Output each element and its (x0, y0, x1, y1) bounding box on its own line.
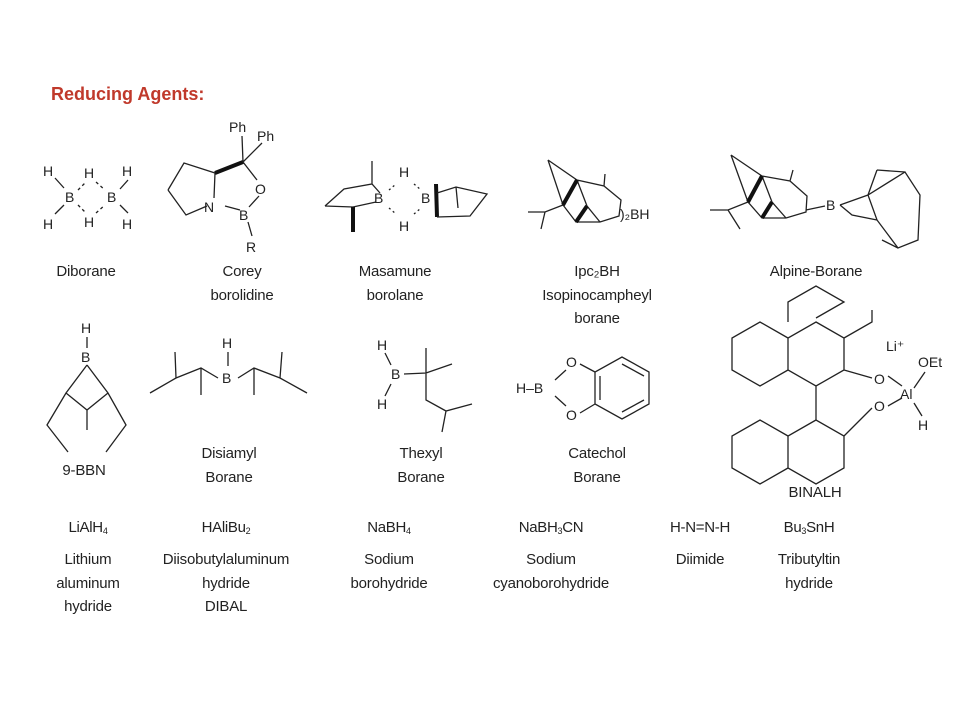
formula-haliBu2: HAliBu2 (201, 519, 251, 536)
svg-text:R: R (246, 239, 256, 255)
svg-text:Ph: Ph (229, 119, 246, 135)
label-9-bbn: 9-BBN (62, 462, 106, 479)
svg-text:H: H (122, 163, 132, 179)
formula-lialh4: LiAlH4 (68, 519, 108, 536)
label-alpine-borane: Alpine-Borane (769, 263, 863, 280)
svg-text:O: O (255, 181, 266, 197)
formula-bu3snh: Bu3SnH (783, 519, 835, 536)
svg-text:B: B (65, 189, 74, 205)
name-diimide: Diimide (675, 551, 725, 568)
svg-text:)₂BH: )₂BH (620, 206, 650, 222)
catechol-borane-structure: H–B O O (516, 354, 650, 423)
svg-text:B: B (826, 197, 835, 213)
svg-text:H: H (222, 335, 232, 351)
svg-text:B: B (239, 207, 248, 223)
formula-nabh3cn: NaBH3CN (518, 519, 584, 536)
svg-text:O: O (566, 407, 577, 423)
svg-text:B: B (222, 370, 231, 386)
label-binalh: BINALH (788, 484, 842, 501)
diborane-structure: H H H B B H H H (43, 163, 132, 232)
formula-nabh4: NaBH4 (367, 519, 411, 536)
svg-text:OEt: OEt (918, 354, 942, 370)
svg-text:O: O (874, 398, 885, 414)
svg-text:B: B (81, 349, 90, 365)
9-bbn-structure: HB (46, 320, 127, 453)
svg-text:O: O (566, 354, 577, 370)
masamune-borolane-structure: B B H H (324, 161, 489, 234)
page-title: Reducing Agents: (51, 84, 205, 104)
svg-text:H: H (399, 218, 409, 234)
svg-text:H: H (84, 214, 94, 230)
ipc2bh-structure: )₂BH (528, 159, 650, 230)
svg-text:H: H (377, 396, 387, 412)
svg-text:H: H (81, 320, 91, 336)
alpine-borane-structure: B (710, 154, 921, 249)
svg-text:B: B (107, 189, 116, 205)
svg-text:Al: Al (900, 386, 912, 402)
svg-text:H: H (84, 165, 94, 181)
svg-text:O: O (874, 371, 885, 387)
disiamyl-borane-structure: HB (149, 335, 308, 395)
svg-text:H: H (122, 216, 132, 232)
binalh-structure: Li⁺ OEt O O Al H (731, 285, 942, 485)
svg-text:H: H (377, 337, 387, 353)
label-diborane: Diborane (56, 263, 116, 280)
svg-text:B: B (374, 190, 383, 206)
thexyl-borane-structure: HBH (377, 337, 473, 433)
svg-text:H: H (43, 216, 53, 232)
formula-diimide: H-N=N-H (670, 519, 730, 536)
svg-text:N: N (204, 199, 214, 215)
svg-text:Li⁺: Li⁺ (886, 338, 904, 354)
svg-text:Ph: Ph (257, 128, 274, 144)
svg-text:H: H (918, 417, 928, 433)
svg-text:H: H (399, 164, 409, 180)
svg-text:B: B (421, 190, 430, 206)
svg-text:B: B (391, 366, 400, 382)
svg-text:H–B: H–B (516, 380, 543, 396)
svg-text:H: H (43, 163, 53, 179)
